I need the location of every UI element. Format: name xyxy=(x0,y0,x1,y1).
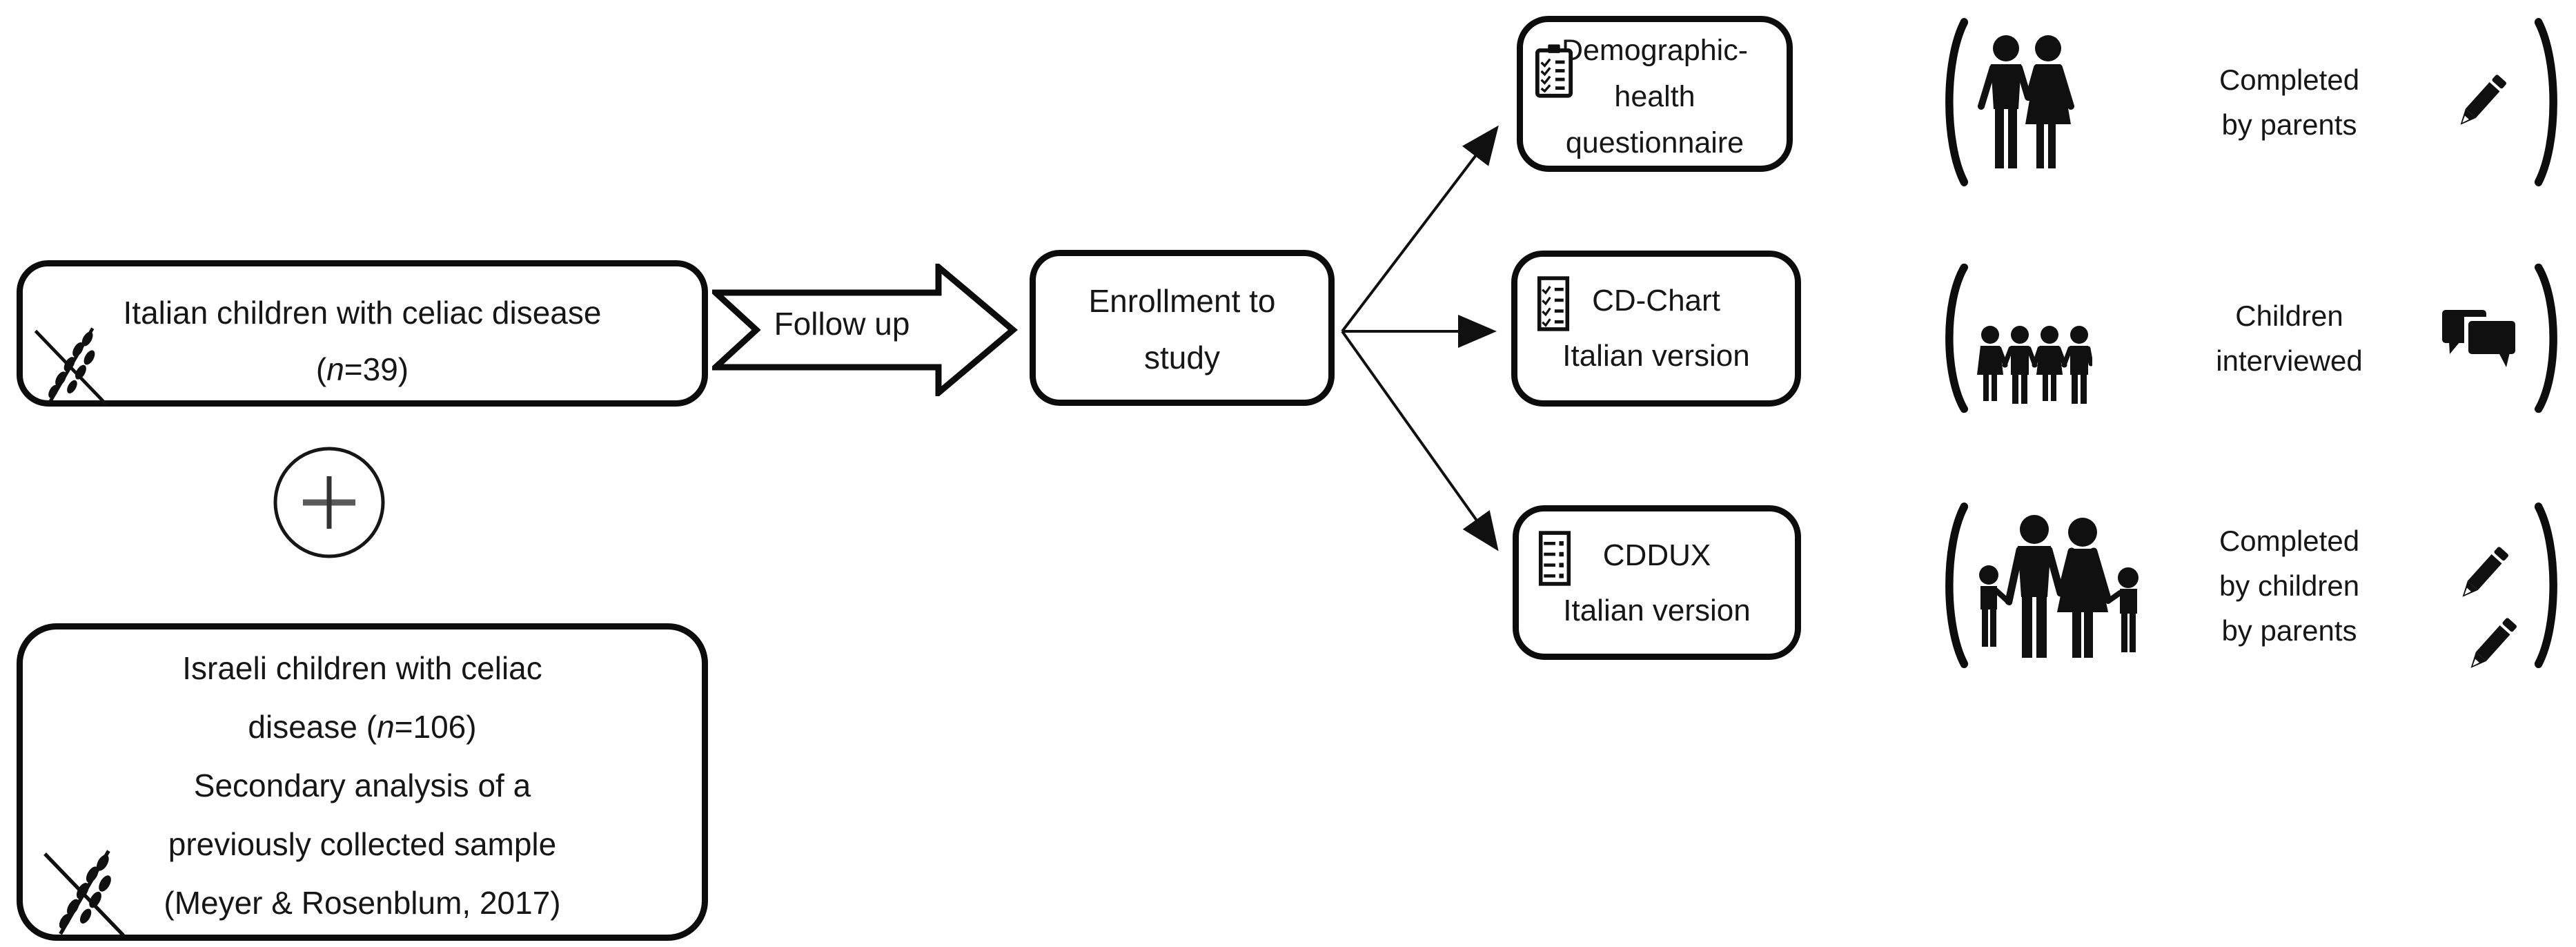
close-paren-icon xyxy=(2534,18,2557,186)
israeli-sample-line5: (Meyer & Rosenblum, 2017) xyxy=(164,885,561,921)
israeli-sample-box: Israeli children with celiac disease (n=… xyxy=(17,623,708,941)
man-figure xyxy=(1978,35,2032,168)
enrollment-line1: Enrollment to xyxy=(1088,283,1276,319)
clipboard-check-icon xyxy=(1535,44,1573,98)
children-slot xyxy=(1969,273,2150,404)
plus-circle-icon xyxy=(273,447,385,558)
israeli-sample-line1: Israeli children with celiac xyxy=(182,650,542,686)
children-group-icon xyxy=(1977,325,2092,404)
close-paren-icon xyxy=(2534,263,2557,413)
chat-bubbles-icon xyxy=(2442,310,2519,367)
close-paren-icon xyxy=(2534,502,2557,668)
italian-sample-line1: Italian children with celiac disease xyxy=(123,295,602,331)
arrow-to-cddux xyxy=(1341,330,1499,551)
annotation-group-children: Children interviewed xyxy=(1939,262,2564,414)
cd-chart-box: CD-Chart Italian version xyxy=(1511,251,1801,407)
open-paren-icon xyxy=(1945,502,1969,668)
cddux-line2: Italian version xyxy=(1563,594,1751,627)
checklist-icon xyxy=(1537,276,1570,331)
girl-figure xyxy=(2032,325,2067,401)
arrow-to-demographic xyxy=(1341,125,1499,333)
follow-up-label: Follow up xyxy=(774,306,910,342)
annotation-group-family: Completed by children by parents xyxy=(1939,501,2564,670)
italian-sample-count: (n=39) xyxy=(315,351,409,387)
demographic-line2: health xyxy=(1614,80,1695,113)
italian-sample-box: Italian children with celiac disease (n=… xyxy=(17,260,708,407)
demographic-line1: Demographic- xyxy=(1561,34,1749,67)
annotation-group-parents: Completed by parents xyxy=(1939,17,2564,188)
follow-up-arrow xyxy=(712,264,1018,396)
pencil-icon xyxy=(2460,75,2506,125)
boy-figure xyxy=(2061,325,2092,404)
cd-chart-line1: CD-Chart xyxy=(1592,284,1720,318)
cddux-line1: CDDUX xyxy=(1602,538,1711,572)
parents-action-slot xyxy=(2428,64,2533,141)
israeli-sample-line2: disease (n=106) xyxy=(248,709,477,745)
cd-chart-line2: Italian version xyxy=(1562,339,1750,373)
israeli-sample-line4: previously collected sample xyxy=(168,826,557,862)
children-action-slot xyxy=(2428,307,2533,369)
parents-couple-icon xyxy=(1978,35,2074,168)
enrollment-line2: study xyxy=(1144,340,1220,375)
double-pencil-icon xyxy=(2462,546,2517,668)
woman-figure xyxy=(2025,35,2074,168)
mother-figure xyxy=(2057,517,2112,658)
bullet-list-icon xyxy=(1538,531,1571,586)
father-figure xyxy=(2005,514,2065,658)
family-slot xyxy=(1969,511,2150,660)
child-figure xyxy=(2105,567,2139,652)
girl-figure xyxy=(1977,325,2008,401)
parents-slot xyxy=(1969,33,2150,171)
parents-annotation-text: Completed by parents xyxy=(2219,64,2360,141)
children-annotation-text: Children interviewed xyxy=(2216,300,2363,377)
child-figure xyxy=(1979,565,2012,647)
open-paren-icon xyxy=(1945,263,1969,413)
family-annotation-text: Completed by children by parents xyxy=(2219,524,2360,647)
crossed-wheat-icon xyxy=(34,327,108,406)
family-icon xyxy=(1979,514,2139,658)
demographic-line3: questionnaire xyxy=(1565,126,1744,159)
family-action-slot xyxy=(2428,487,2533,684)
demographic-questionnaire-box: Demographic- health questionnaire xyxy=(1517,16,1793,172)
boy-figure xyxy=(2002,325,2038,404)
crossed-wheat-icon xyxy=(43,850,125,937)
open-paren-icon xyxy=(1945,18,1969,186)
enrollment-box: Enrollment to study xyxy=(1030,250,1335,406)
israeli-sample-line3: Secondary analysis of a xyxy=(193,768,531,803)
fanout-arrows xyxy=(1341,125,1499,551)
cddux-box: CDDUX Italian version xyxy=(1513,505,1801,660)
